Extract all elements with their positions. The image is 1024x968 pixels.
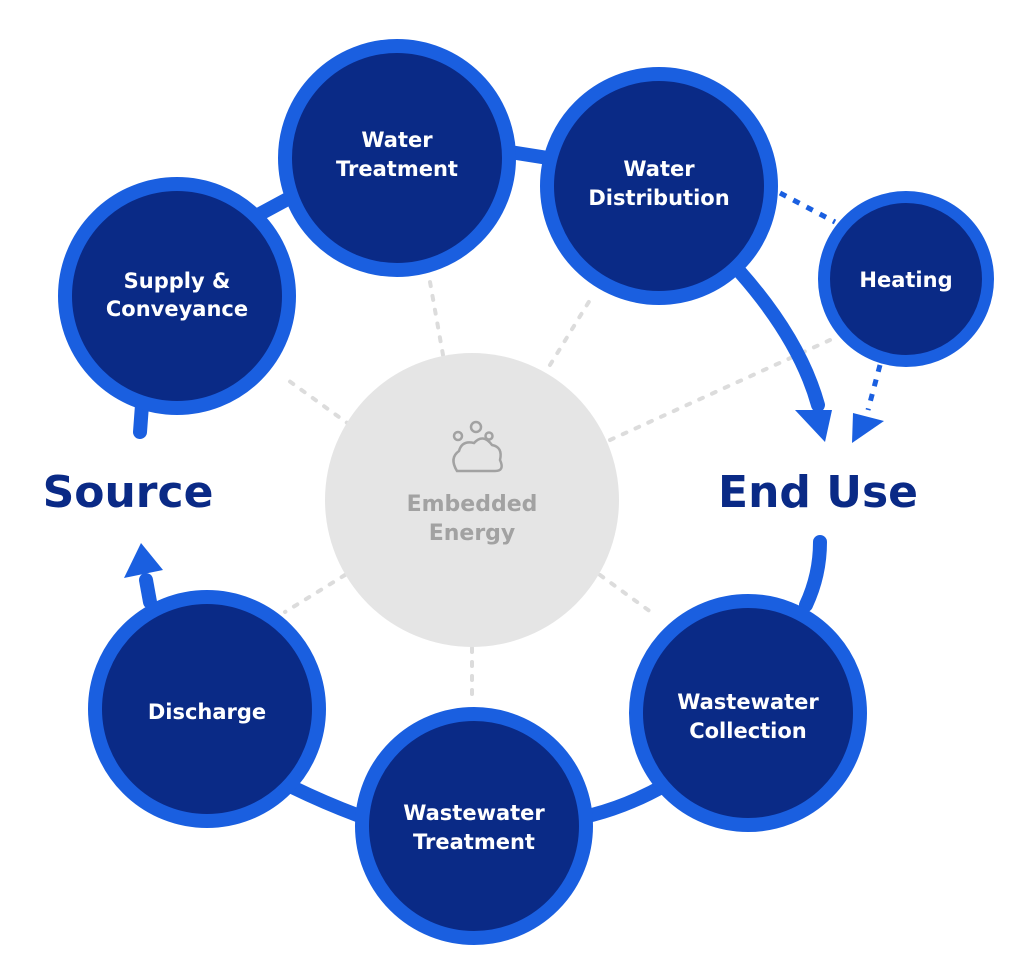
node-water-distribution: Water Distribution	[540, 67, 778, 305]
node-discharge: Discharge	[88, 590, 326, 828]
node-label-line2: Distribution	[588, 186, 729, 210]
node-label-line2: Treatment	[336, 157, 458, 181]
spoke-water-treatment	[428, 280, 445, 357]
connector-distribution-to-heating	[778, 190, 837, 225]
spoke-discharge	[283, 573, 347, 614]
connector-treatment-to-distribution	[503, 145, 555, 165]
connector-distribution-to-enduse	[733, 265, 825, 412]
node-label-line1: Supply &	[124, 269, 231, 293]
node-label-line1: Wastewater	[677, 690, 819, 714]
cloud-bubbles-icon	[452, 420, 503, 473]
node-wastewater-treatment: Wastewater Treatment	[355, 707, 593, 945]
source-label: Source	[43, 467, 214, 518]
connector-collection-to-wwtreatment	[585, 778, 672, 822]
node-heating: Heating	[818, 191, 994, 367]
connector-wwtreatment-to-discharge	[285, 780, 364, 822]
node-label-line1: Water	[361, 128, 433, 152]
arrow-enduse-main	[795, 410, 832, 442]
arrow-enduse-heating	[852, 413, 884, 443]
center-hub: Embedded Energy	[325, 353, 619, 647]
heating-connectors	[778, 190, 883, 411]
node-label-line1: Wastewater	[403, 801, 545, 825]
node-label-line2: Conveyance	[106, 297, 248, 321]
spoke-supply	[283, 376, 352, 427]
connector-discharge-to-source	[139, 573, 157, 609]
center-label-line1: Embedded	[407, 492, 538, 517]
spoke-water-distribution	[548, 298, 592, 367]
node-supply-conveyance: Supply & Conveyance	[58, 177, 296, 415]
node-label-line1: Discharge	[148, 700, 266, 724]
arrow-source	[124, 543, 163, 578]
arrowheads	[124, 410, 884, 578]
node-label-line1: Water	[623, 157, 695, 181]
center-label-line2: Energy	[429, 521, 516, 546]
end-use-label: End Use	[718, 467, 918, 518]
center-circle	[325, 353, 619, 647]
node-label-line2: Treatment	[413, 830, 535, 854]
node-water-treatment: Water Treatment	[278, 39, 516, 277]
node-label-line1: Heating	[859, 268, 952, 292]
connector-heating-to-enduse	[865, 364, 883, 411]
connector-enduse-to-collection	[799, 535, 827, 612]
spoke-wastewater-collection	[598, 573, 657, 617]
node-label-line2: Collection	[689, 719, 807, 743]
node-wastewater-collection: Wastewater Collection	[629, 594, 867, 832]
